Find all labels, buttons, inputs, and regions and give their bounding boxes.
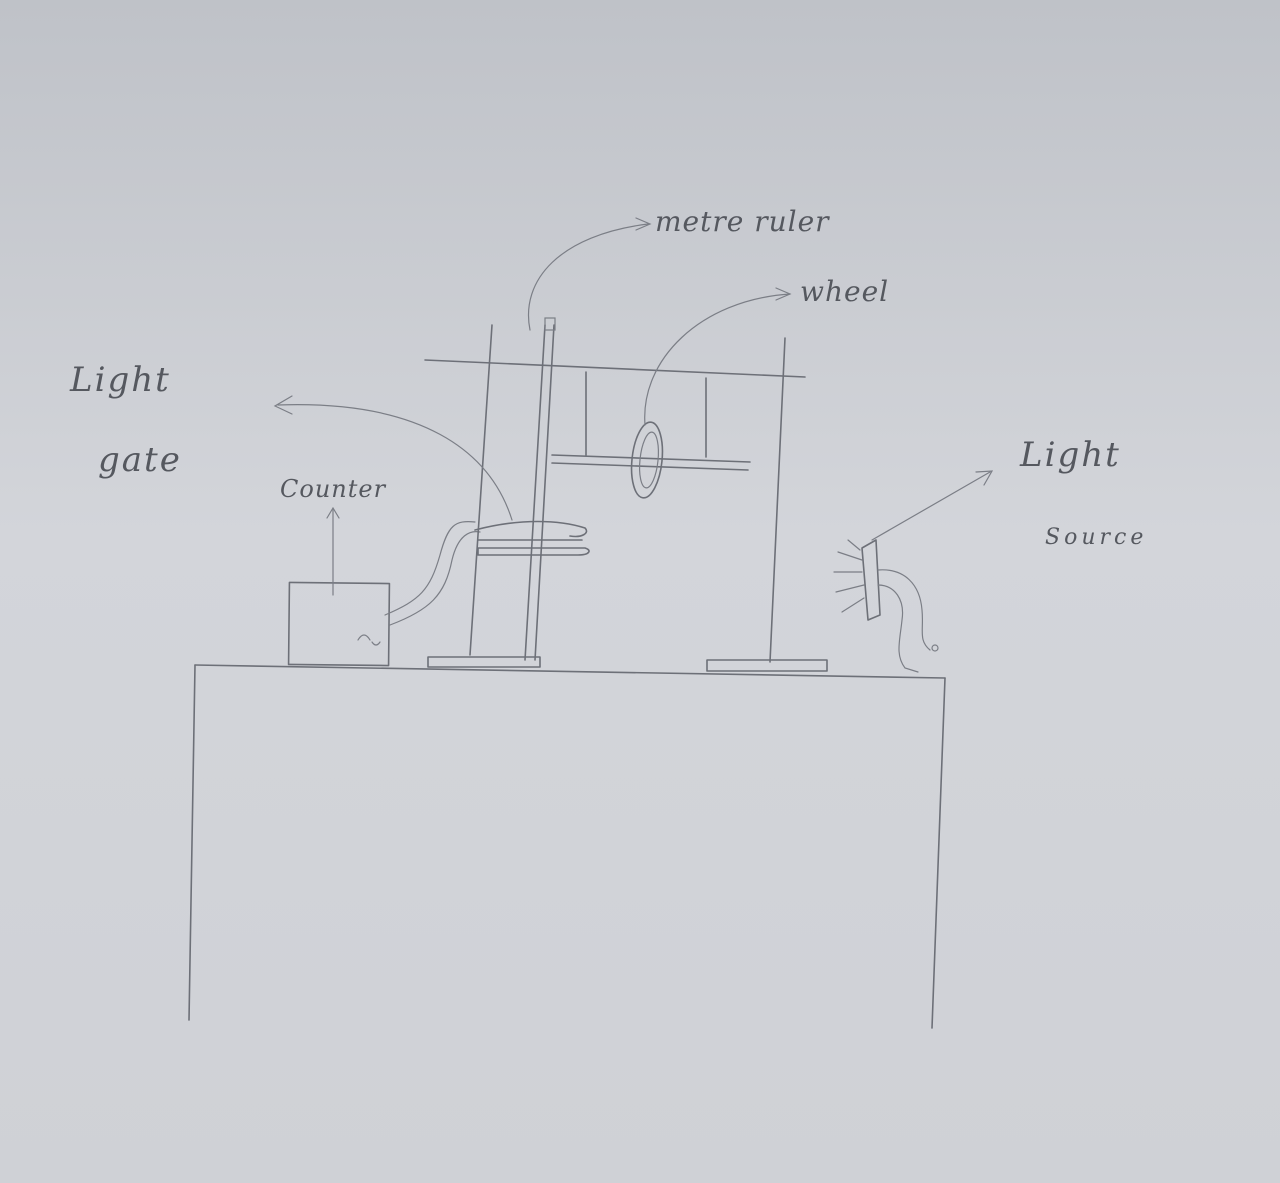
wheel bbox=[628, 421, 666, 500]
bench bbox=[189, 665, 945, 1028]
arrow-counter bbox=[327, 508, 339, 595]
label-metre-ruler: metre ruler bbox=[655, 205, 830, 238]
counter-box bbox=[289, 582, 390, 665]
label-light-gate-line1: Light bbox=[70, 360, 171, 400]
label-wheel: wheel bbox=[800, 275, 889, 308]
label-counter: Counter bbox=[280, 475, 386, 503]
label-light-source-line1: Light bbox=[1020, 435, 1121, 475]
arrow-metre-ruler bbox=[528, 218, 650, 330]
counter-cable bbox=[385, 522, 480, 625]
arrow-wheel bbox=[645, 288, 790, 425]
label-light-source-line2: Source bbox=[1045, 525, 1147, 550]
light-source bbox=[834, 540, 938, 672]
arrow-light-source bbox=[872, 471, 992, 540]
wheel-axle bbox=[552, 372, 750, 470]
label-light-gate-line2: gate bbox=[98, 440, 182, 480]
right-stand bbox=[707, 338, 827, 671]
left-stand bbox=[428, 325, 540, 667]
crossbar bbox=[425, 360, 805, 377]
metre-ruler bbox=[525, 318, 555, 660]
